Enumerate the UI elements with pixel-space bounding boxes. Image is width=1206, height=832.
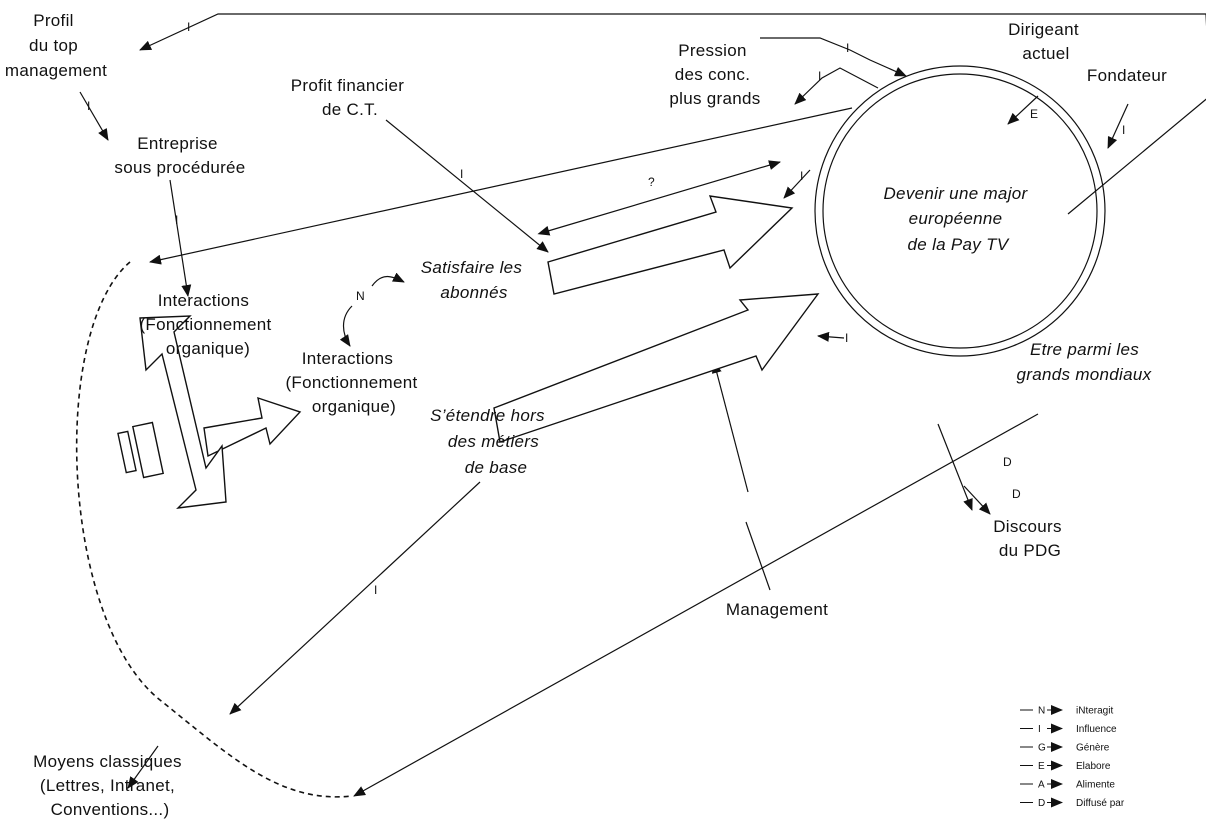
legend-code: E: [1038, 761, 1045, 772]
link-pression-side: [794, 67, 879, 105]
legend-label: Génère: [1076, 743, 1110, 754]
arrow-tail-box-1: [117, 430, 137, 474]
legend-label: Influence: [1076, 724, 1117, 735]
link-fondateur: [1107, 103, 1129, 149]
node-interactions-1: Interactions (Fonctionnement organique): [139, 291, 276, 358]
code-question: ?: [648, 175, 655, 189]
link-entreprise-interactions: [169, 179, 192, 297]
code-circle-in: I: [800, 169, 803, 183]
code-pression-side: I: [818, 69, 821, 83]
node-profit: Profit financier de C.T.: [291, 76, 410, 119]
link-etre-moyens: [353, 413, 1039, 797]
code-profit: I: [460, 167, 463, 181]
node-dirigeant: Dirigeant actuel: [1008, 20, 1084, 63]
link-discours-2: [963, 485, 991, 515]
node-etendre: S’étendre hors des métiers de base: [430, 406, 550, 477]
code-entreprise-interactions: I: [175, 213, 178, 227]
legend-code: G: [1038, 743, 1046, 754]
code-dirigeant: E: [1030, 107, 1038, 121]
link-etendre-down: [229, 481, 481, 715]
goal-circle-outer: [814, 65, 1106, 357]
link-circle-in: [783, 169, 811, 199]
link-fondateur-loop: [139, 13, 1206, 215]
link-profit-satisfaire: [385, 119, 549, 253]
code-discours-2: D: [1012, 487, 1021, 501]
node-interactions-2: Interactions (Fonctionnement organique): [285, 349, 422, 416]
legend-label: iNteragit: [1076, 706, 1113, 717]
code-profil-in: I: [187, 20, 190, 34]
link-circle-interactions: [149, 107, 853, 265]
code-mid-right: I: [845, 331, 848, 345]
goal-circle-inner: [822, 73, 1098, 349]
big-arrow-satisfaire: [547, 195, 794, 295]
link-dirigeant: [1007, 95, 1039, 125]
code-pression-top: I: [846, 41, 849, 55]
link-management: [745, 521, 771, 591]
legend-code: D: [1038, 798, 1045, 809]
code-fondateur: I: [1122, 123, 1125, 137]
link-profil-entreprise: [79, 91, 109, 141]
link-discours-1: [937, 423, 973, 511]
link-question: [537, 160, 781, 236]
node-etre-parmi: Etre parmi les grands mondiaux: [1017, 340, 1152, 384]
node-fondateur: Fondateur: [1087, 66, 1167, 85]
code-etendre-down: I: [374, 583, 377, 597]
link-management-up: [711, 361, 749, 493]
legend-label: Diffusé par: [1076, 798, 1125, 809]
link-interagit-right: [371, 272, 405, 287]
dashed-boundary: [75, 261, 353, 798]
legend-label: Alimente: [1076, 780, 1115, 791]
link-moyens-arrow: [127, 745, 159, 789]
legend-code: I: [1038, 724, 1041, 735]
link-code-labels: I I I I I E I I I ? N I D D I: [87, 20, 1125, 597]
node-discours: Discours du PDG: [993, 517, 1067, 560]
link-pression-top: [760, 37, 907, 77]
code-discours-1: D: [1003, 455, 1012, 469]
legend-label: Elabore: [1076, 761, 1111, 772]
node-center: Devenir une major européenne de la Pay T…: [883, 184, 1032, 254]
node-entreprise: Entreprise sous procédurée: [114, 134, 245, 177]
node-moyens: Moyens classiques (Lettres, Intranet, Co…: [33, 752, 187, 819]
legend-code: A: [1038, 780, 1045, 791]
node-satisfaire: Satisfaire les abonnés: [421, 258, 528, 302]
big-arrow-etendre: [493, 293, 820, 443]
double-arrow-vertical: [139, 315, 227, 509]
code-profil-entreprise: I: [87, 99, 90, 113]
arrow-tail-box-2: [131, 421, 165, 479]
node-profil: Profil du top management: [5, 11, 107, 80]
big-arrow-interactions: [203, 396, 302, 458]
node-pression: Pression des conc. plus grands: [669, 41, 760, 108]
legend-code: N: [1038, 706, 1045, 717]
code-interagit: N: [356, 289, 365, 303]
link-interagit-down: [339, 305, 353, 347]
node-management: Management: [726, 600, 828, 619]
link-mid-right: [817, 331, 845, 342]
